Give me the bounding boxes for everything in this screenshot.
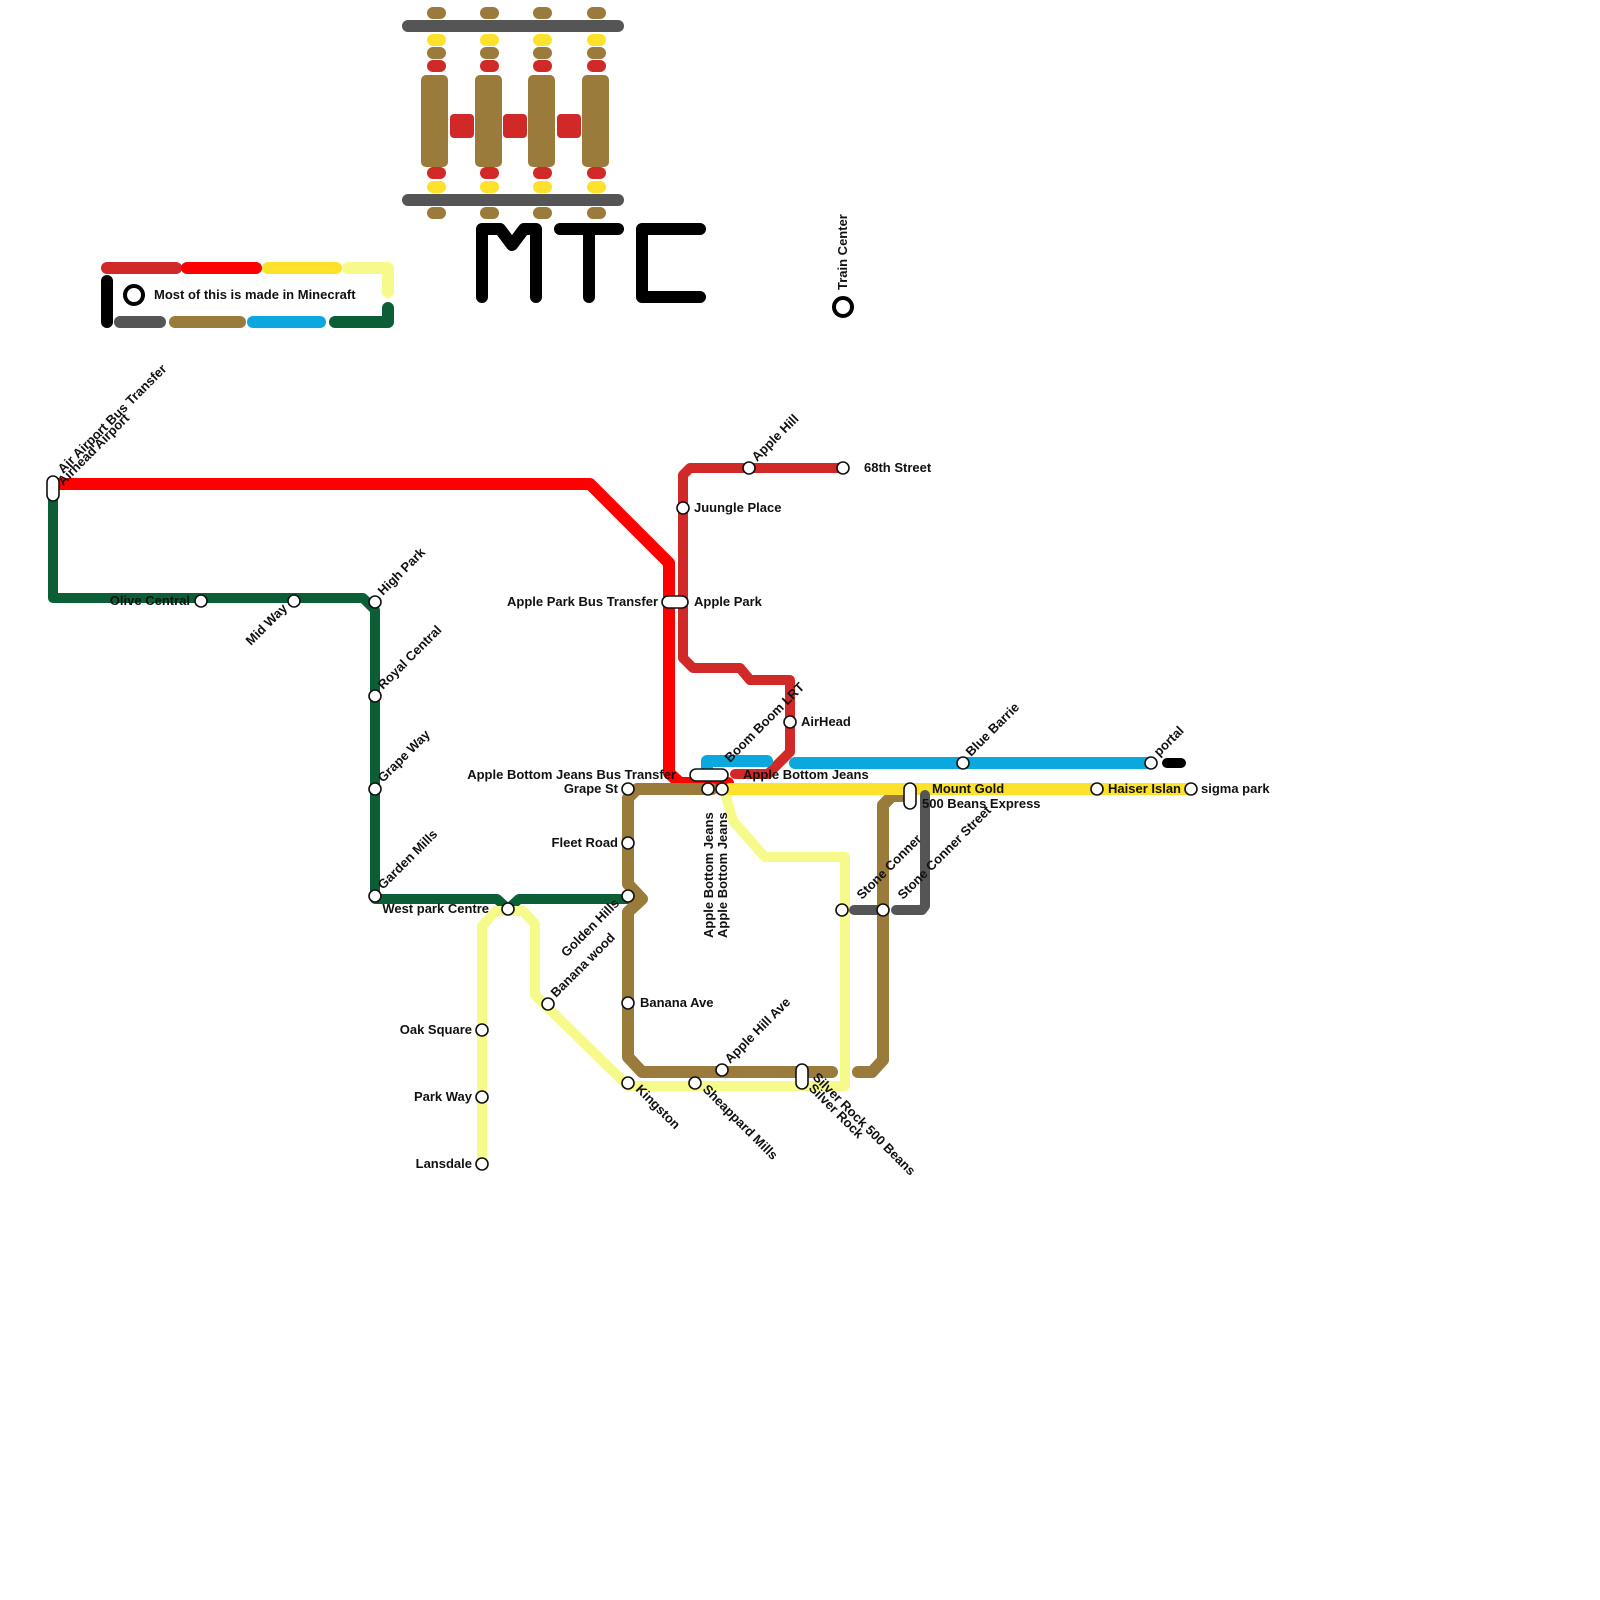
label-park-way: Park Way bbox=[414, 1089, 473, 1104]
line-brown-east[interactable] bbox=[852, 790, 911, 1078]
label-apple-bottom-jeans-vert-2: Apple Bottom Jeans bbox=[715, 812, 730, 938]
station-olive-central[interactable] bbox=[194, 594, 208, 608]
station-apple-hill-ave[interactable] bbox=[715, 1063, 729, 1077]
station-blue-barrie[interactable] bbox=[956, 756, 970, 770]
logo-column bbox=[475, 7, 502, 219]
label-apple-bottom-jeans-east: Apple Bottom Jeans bbox=[743, 767, 869, 782]
logo-column bbox=[421, 7, 448, 219]
logo-mtc-letters bbox=[476, 223, 706, 303]
station-stone-conner-street[interactable] bbox=[876, 903, 890, 917]
label-sigma-park: sigma park bbox=[1201, 781, 1270, 796]
station-silver-rock[interactable] bbox=[795, 1063, 809, 1090]
label-blue-barrie: Blue Barrie bbox=[963, 699, 1023, 759]
station-kingston[interactable] bbox=[621, 1076, 635, 1090]
label-grape-st: Grape St bbox=[564, 781, 619, 796]
label-west-park-centre: West park Centre bbox=[382, 901, 489, 916]
label-apple-hill: Apple Hill bbox=[749, 411, 802, 464]
station-68th-street[interactable] bbox=[836, 461, 850, 475]
label-grape-way: Grape Way bbox=[375, 726, 434, 785]
station-grape-way[interactable] bbox=[368, 782, 382, 796]
station-airhead[interactable] bbox=[783, 715, 797, 729]
logo-emblem bbox=[402, 7, 624, 219]
label-apple-hill-ave: Apple Hill Ave bbox=[722, 994, 794, 1066]
station-banana-ave[interactable] bbox=[621, 996, 635, 1010]
logo-column bbox=[528, 7, 555, 219]
label-haiser-islan: Haiser Islan bbox=[1108, 781, 1181, 796]
station-high-park[interactable] bbox=[368, 595, 382, 609]
label-apple-bottom-jeans-bus-transfer: Apple Bottom Jeans Bus Transfer bbox=[467, 767, 676, 782]
line-green[interactable] bbox=[48, 479, 635, 914]
legend-station-icon bbox=[123, 284, 145, 306]
line-gray-east[interactable] bbox=[891, 790, 930, 915]
station-fleet-road[interactable] bbox=[621, 836, 635, 850]
station-mid-way[interactable] bbox=[287, 594, 301, 608]
label-juungle-place: Juungle Place bbox=[694, 500, 781, 515]
station-oak-square[interactable] bbox=[475, 1023, 489, 1037]
label-fleet-road: Fleet Road bbox=[552, 835, 619, 850]
station-portal[interactable] bbox=[1144, 756, 1158, 770]
label-apple-park-bus-transfer: Apple Park Bus Transfer bbox=[507, 594, 658, 609]
station-apple-hill[interactable] bbox=[742, 461, 756, 475]
label-airhead: AirHead bbox=[801, 714, 851, 729]
label-lansdale: Lansdale bbox=[416, 1156, 472, 1171]
legend-note: Most of this is made in Minecraft bbox=[154, 287, 356, 302]
label-oak-square: Oak Square bbox=[400, 1022, 472, 1037]
label-silver-rock-500-beans: Silver Rock 500 Beans bbox=[810, 1070, 919, 1179]
label-sheappard-mills: Sheappard Mills bbox=[700, 1082, 781, 1163]
label-high-park: High Park bbox=[375, 544, 429, 598]
station-royal-central[interactable] bbox=[368, 689, 382, 703]
label-train-center: Train Center bbox=[835, 214, 850, 290]
station-park-way[interactable] bbox=[475, 1090, 489, 1104]
label-airhead-airport: Airhead Airport bbox=[55, 410, 133, 488]
line-blue[interactable] bbox=[701, 755, 773, 777]
label-banana-ave: Banana Ave bbox=[640, 995, 713, 1010]
station-west-park-centre[interactable] bbox=[501, 902, 515, 916]
label-royal-central: Royal Central bbox=[375, 622, 445, 692]
label-500-beans-express: 500 Beans Express bbox=[922, 796, 1041, 811]
station-golden-hills[interactable] bbox=[621, 889, 635, 903]
station-apple-bottom-jeans-2[interactable] bbox=[715, 782, 729, 796]
label-mid-way: Mid Way bbox=[243, 600, 291, 648]
station-apple-bottom-jeans-transfer[interactable] bbox=[689, 768, 729, 782]
station-haiser-islan[interactable] bbox=[1090, 782, 1104, 796]
label-apple-bottom-jeans-vert-1: Apple Bottom Jeans bbox=[701, 812, 716, 938]
line-red[interactable] bbox=[52, 478, 734, 789]
station-grape-st[interactable] bbox=[621, 782, 635, 796]
station-lansdale[interactable] bbox=[475, 1157, 489, 1171]
label-mount-gold: Mount Gold bbox=[932, 781, 1004, 796]
label-air-airport-bus-transfer: Air Airport Bus Transfer bbox=[55, 361, 170, 476]
label-portal: portal bbox=[1151, 723, 1187, 759]
station-sigma-park[interactable] bbox=[1184, 782, 1198, 796]
legend-frame bbox=[101, 262, 394, 328]
station-apple-park[interactable] bbox=[661, 595, 689, 609]
label-garden-mills: Garden Mills bbox=[375, 826, 441, 892]
station-garden-mills[interactable] bbox=[368, 889, 382, 903]
station-train-center[interactable] bbox=[832, 296, 854, 318]
station-mount-gold[interactable] bbox=[903, 782, 917, 810]
line-crimson[interactable] bbox=[678, 463, 849, 779]
station-juungle-place[interactable] bbox=[676, 501, 690, 515]
label-olive-central: Olive Central bbox=[110, 593, 190, 608]
line-brown[interactable] bbox=[622, 783, 838, 1078]
station-sheappard-mills[interactable] bbox=[688, 1076, 702, 1090]
station-stone-conner[interactable] bbox=[835, 903, 849, 917]
label-apple-park: Apple Park bbox=[694, 594, 763, 609]
logo-column bbox=[582, 7, 609, 219]
station-banana-wood[interactable] bbox=[541, 997, 555, 1011]
station-airhead-airport[interactable] bbox=[46, 475, 60, 502]
station-apple-bottom-jeans-1[interactable] bbox=[701, 782, 715, 796]
label-68th-street: 68th Street bbox=[864, 460, 932, 475]
